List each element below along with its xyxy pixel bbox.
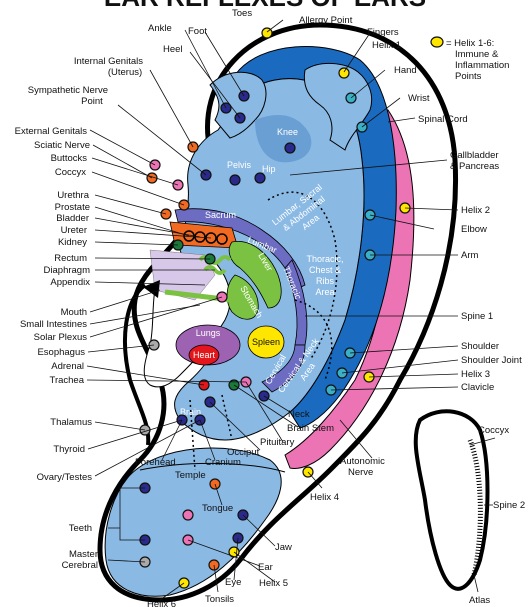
label-jaw: Jaw bbox=[275, 542, 292, 553]
point-hip[interactable] bbox=[255, 173, 265, 183]
label-helix2: Helix 2 bbox=[461, 205, 490, 216]
label-autonomic-2: Nerve bbox=[348, 467, 373, 478]
point-helix1[interactable] bbox=[339, 68, 349, 78]
svg-text:Area: Area bbox=[315, 287, 334, 297]
lungs-label: Lungs bbox=[196, 328, 221, 338]
label-diaphragm: Diaphragm bbox=[44, 265, 91, 276]
label-small-intestines: Small Intestines bbox=[20, 319, 87, 330]
label-elbow: Elbow bbox=[461, 224, 487, 235]
label-prostate: Prostate bbox=[55, 202, 90, 213]
label-bladder: Bladder bbox=[56, 213, 89, 224]
label-temple: Temple bbox=[175, 470, 206, 481]
label-esophagus: Esophagus bbox=[37, 347, 85, 358]
label-pituitary: Pituitary bbox=[260, 437, 295, 448]
label-forehead: Forehead bbox=[135, 457, 176, 468]
svg-text:Thoracic,: Thoracic, bbox=[306, 254, 343, 264]
label-arm: Arm bbox=[461, 250, 479, 261]
label-rectum: Rectum bbox=[54, 253, 87, 264]
label-appendix: Appendix bbox=[50, 277, 90, 288]
legend-line-2: Immune & bbox=[455, 49, 499, 60]
label-cranium: Cranium bbox=[205, 457, 241, 468]
label-helix4: Helix 4 bbox=[310, 492, 339, 503]
label-mouth: Mouth bbox=[61, 307, 87, 318]
label-master-cerebral-1: Master bbox=[69, 549, 98, 560]
label-helix5: Helix 5 bbox=[259, 578, 288, 589]
label-spine2: Spine 2 bbox=[493, 500, 525, 511]
label-atlas: Atlas bbox=[469, 595, 490, 606]
svg-text:Ribs: Ribs bbox=[316, 276, 335, 286]
diagram-title: EAR REFLEXES OF EARS bbox=[104, 0, 426, 12]
label-adrenal: Adrenal bbox=[51, 361, 84, 372]
label-spine1: Spine 1 bbox=[461, 311, 493, 322]
point-knee[interactable] bbox=[285, 143, 295, 153]
label-sympathetic-2: Point bbox=[81, 96, 103, 107]
hip-label: Hip bbox=[262, 164, 276, 174]
label-foot: Foot bbox=[188, 26, 207, 37]
label-coccyx: Coccyx bbox=[55, 167, 86, 178]
svg-text:Chest &: Chest & bbox=[309, 265, 341, 275]
label-ureter: Ureter bbox=[61, 225, 87, 236]
label-shoulder-joint: Shoulder Joint bbox=[461, 355, 522, 366]
label-allergy-point: Allergy Point bbox=[299, 15, 353, 26]
label-heel: Heel bbox=[163, 44, 183, 55]
label-helix1: Helix 1 bbox=[372, 40, 401, 51]
label-inset-coccyx: Coccyx bbox=[478, 425, 509, 436]
label-external-genitals: External Genitals bbox=[15, 126, 88, 137]
legend-line-4: Points bbox=[455, 71, 482, 82]
label-clavicle: Clavicle bbox=[461, 382, 494, 393]
label-urethra: Urethra bbox=[57, 190, 89, 201]
label-ear: Ear bbox=[258, 562, 273, 573]
label-gallbladder-2: & Pancreas bbox=[450, 161, 499, 172]
label-ovary: Ovary/Testes bbox=[37, 472, 93, 483]
label-teeth: Teeth bbox=[69, 523, 92, 534]
legend-line-3: Inflammation bbox=[455, 60, 509, 71]
label-helix6: Helix 6 bbox=[147, 599, 176, 607]
label-hand: Hand bbox=[394, 65, 417, 76]
label-master-cerebral-2: Cerebral bbox=[62, 560, 98, 571]
label-neck: Neck bbox=[288, 409, 310, 420]
label-thalamus: Thalamus bbox=[50, 417, 92, 428]
point-pelvis[interactable] bbox=[230, 175, 240, 185]
label-thyroid: Thyroid bbox=[53, 444, 85, 455]
label-sympathetic-1: Sympathetic Nerve bbox=[28, 85, 108, 96]
label-wrist: Wrist bbox=[408, 93, 430, 104]
label-tongue: Tongue bbox=[202, 503, 233, 514]
label-sciatic: Sciatic Nerve bbox=[34, 140, 90, 151]
label-ankle: Ankle bbox=[148, 23, 172, 34]
label-internal-genitals-2: (Uterus) bbox=[108, 67, 142, 78]
legend-line-1: = Helix 1-6: bbox=[446, 38, 494, 49]
legend: = Helix 1-6: Immune & Inflammation Point… bbox=[431, 37, 509, 82]
label-trachea: Trachea bbox=[50, 375, 85, 386]
label-gallbladder-1: Gallbladder bbox=[450, 150, 499, 161]
label-internal-genitals-1: Internal Genitals bbox=[74, 56, 143, 67]
spleen-label: Spleen bbox=[252, 337, 280, 347]
pelvis-label: Pelvis bbox=[227, 160, 252, 170]
label-kidney: Kidney bbox=[58, 237, 87, 248]
heart-label: Heart bbox=[193, 350, 216, 360]
label-autonomic-1: Autonomic bbox=[340, 456, 385, 467]
label-shoulder: Shoulder bbox=[461, 341, 499, 352]
label-fingers: Fingers bbox=[367, 27, 399, 38]
knee-label: Knee bbox=[277, 127, 298, 137]
label-spinal-cord: Spinal Cord bbox=[418, 114, 468, 125]
legend-yellow-dot bbox=[431, 37, 443, 47]
point-ear-1[interactable] bbox=[183, 510, 193, 520]
label-toes: Toes bbox=[232, 8, 252, 19]
label-tonsils: Tonsils bbox=[205, 594, 234, 605]
label-helix3: Helix 3 bbox=[461, 369, 490, 380]
label-solar-plexus: Solar Plexus bbox=[34, 332, 88, 343]
sacrum-label: Sacrum bbox=[205, 210, 236, 220]
label-buttocks: Buttocks bbox=[51, 153, 88, 164]
label-brain-stem: Brain Stem bbox=[287, 423, 334, 434]
label-eye: Eye bbox=[225, 577, 241, 588]
